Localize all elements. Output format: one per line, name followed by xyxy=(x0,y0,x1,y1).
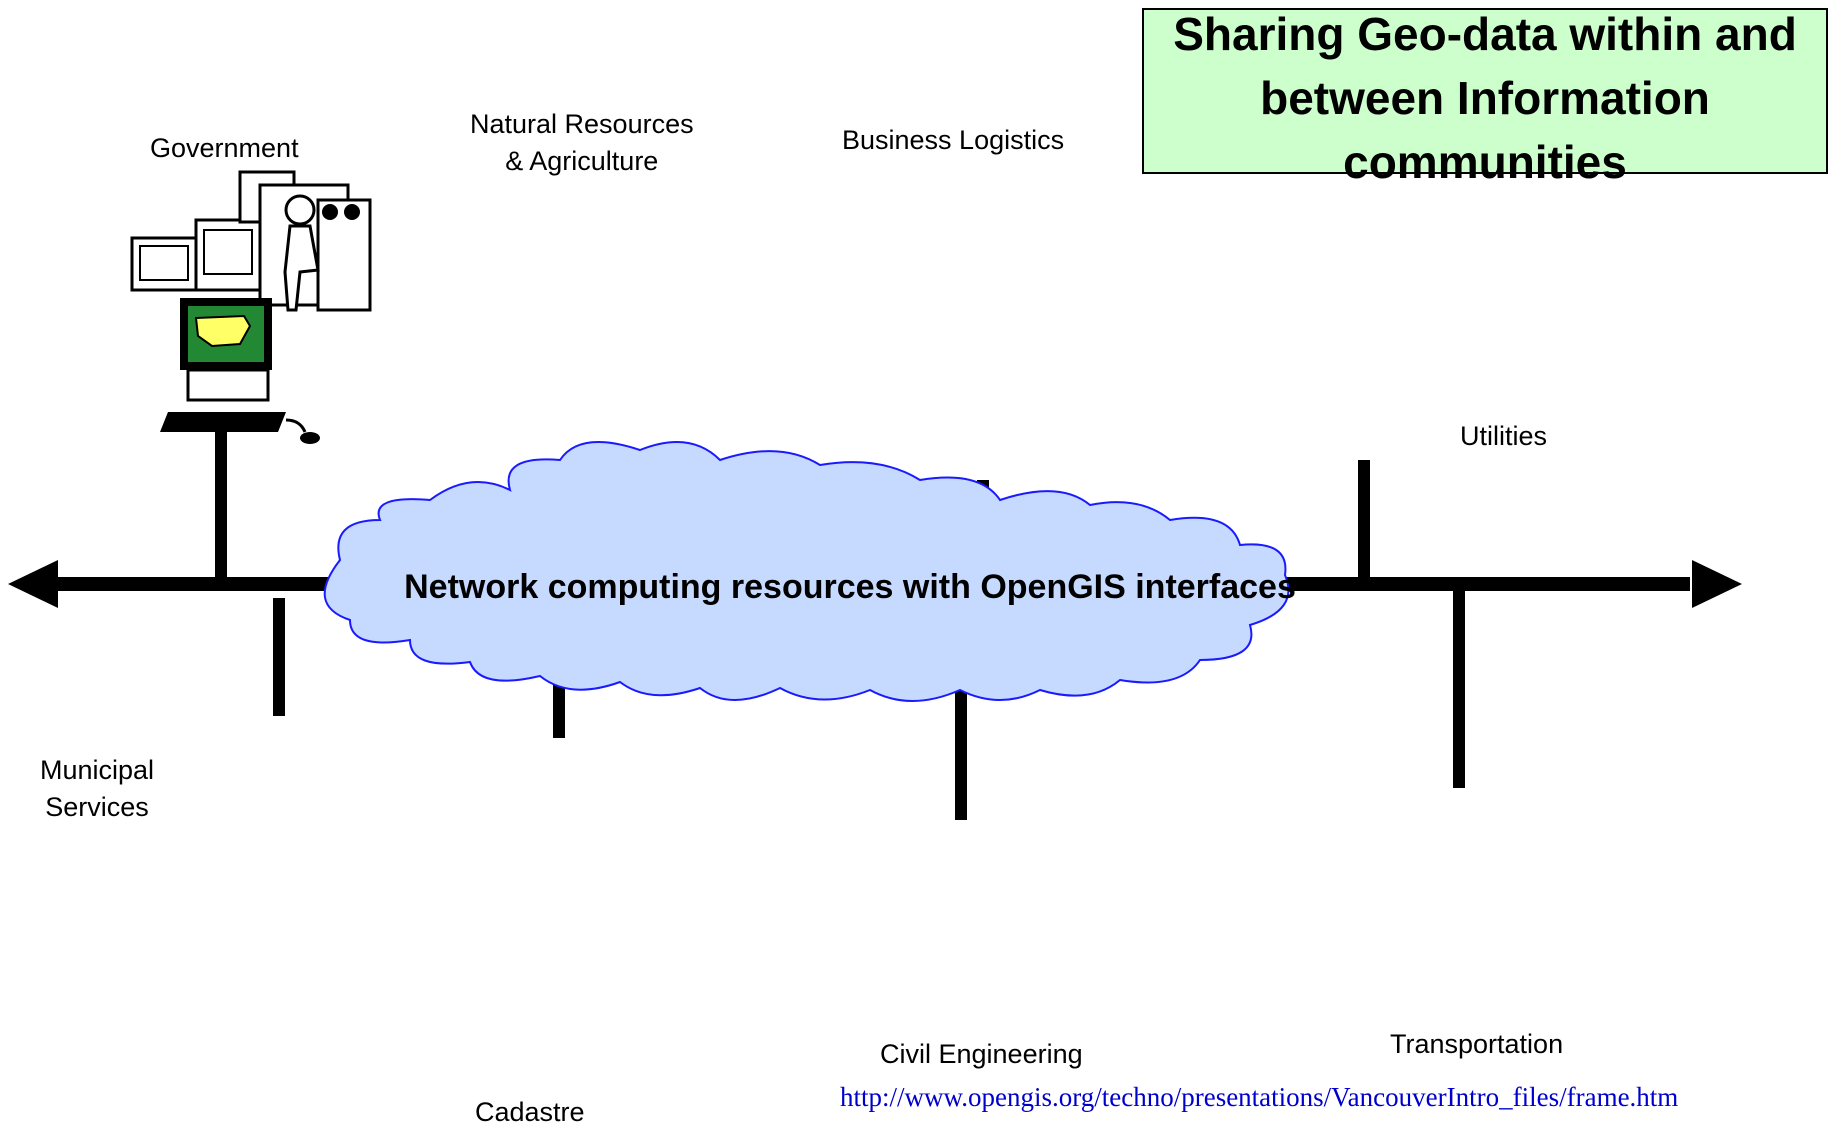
drop-transportation xyxy=(1453,590,1465,788)
diagram-title: Sharing Geo-data within and between Info… xyxy=(1173,8,1797,188)
label-civil-engineering: Civil Engineering xyxy=(880,1039,1083,1069)
label-cadastre: Cadastre xyxy=(475,1097,585,1127)
label-government: Government xyxy=(150,133,299,163)
label-transportation: Transportation xyxy=(1390,1029,1564,1059)
drop-municipal xyxy=(273,598,285,716)
backbone-left-arrowhead xyxy=(8,560,58,608)
label-municipal-services: Municipal Services xyxy=(40,755,155,822)
government-illustration xyxy=(130,170,372,444)
source-url-link[interactable]: http://www.opengis.org/techno/presentati… xyxy=(840,1082,1679,1112)
drop-government xyxy=(215,432,227,582)
label-natural-resources: Natural Resources & Agriculture xyxy=(470,109,694,176)
network-cloud xyxy=(323,441,1290,702)
network-label: Network computing resources with OpenGIS… xyxy=(404,568,1296,606)
label-business-logistics: Business Logistics xyxy=(842,125,1065,155)
backbone-right-arrowhead xyxy=(1692,560,1742,608)
label-utilities: Utilities xyxy=(1460,421,1548,451)
title-box xyxy=(1142,8,1828,174)
drop-utilities xyxy=(1358,460,1370,582)
